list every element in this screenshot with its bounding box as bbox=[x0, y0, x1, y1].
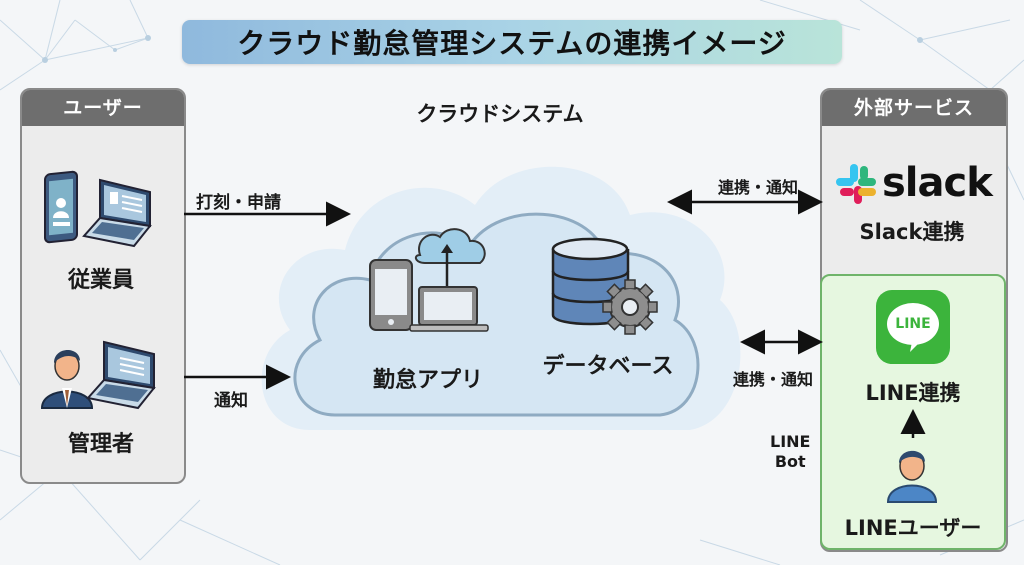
attendance-app-label: 勤怠アプリ bbox=[372, 368, 484, 393]
attendance-app-icon bbox=[369, 228, 489, 332]
slack-logo-icon bbox=[836, 164, 876, 204]
slack-integration-label: Slack連携 bbox=[859, 220, 965, 244]
slack-sync-notify-label: 連携・通知 bbox=[718, 178, 799, 197]
line-user-icon bbox=[886, 450, 938, 503]
smartphone-icon bbox=[44, 170, 78, 244]
employee-devices-icon bbox=[44, 170, 152, 248]
database-label: データベース bbox=[542, 354, 674, 379]
manager-person-icon bbox=[40, 349, 94, 409]
cloud-system-title: クラウドシステム bbox=[416, 102, 584, 126]
laptop-icon bbox=[82, 178, 152, 248]
external-services-header: 外部サービス bbox=[822, 90, 1006, 126]
manager-label: 管理者 bbox=[67, 432, 135, 457]
punch-request-label: 打刻・申請 bbox=[196, 193, 281, 213]
line-sync-notify-label: 連携・通知 bbox=[733, 370, 814, 389]
slack-wordmark: slack bbox=[882, 160, 993, 206]
line-logo-icon bbox=[876, 290, 950, 364]
line-logo-text: LINE bbox=[895, 316, 931, 332]
diagram-title: クラウド勤怠管理システムの連携イメージ bbox=[182, 20, 842, 64]
notify-label: 通知 bbox=[214, 391, 248, 411]
line-bot-label: LINE Bot bbox=[770, 432, 810, 472]
cloud-shape bbox=[261, 166, 741, 430]
employee-label: 従業員 bbox=[67, 268, 135, 293]
line-integration-label: LINE連携 bbox=[865, 381, 961, 405]
line-bot-line2: Bot bbox=[774, 452, 806, 471]
laptop-icon bbox=[86, 340, 156, 410]
line-bot-line1: LINE bbox=[770, 432, 811, 451]
gear-icon bbox=[602, 279, 658, 335]
database-icon bbox=[551, 237, 658, 335]
users-panel: ユーザー bbox=[20, 88, 186, 484]
manager-icon bbox=[40, 340, 156, 410]
line-user-label: LINEユーザー bbox=[844, 516, 982, 540]
users-panel-header: ユーザー bbox=[22, 90, 184, 126]
